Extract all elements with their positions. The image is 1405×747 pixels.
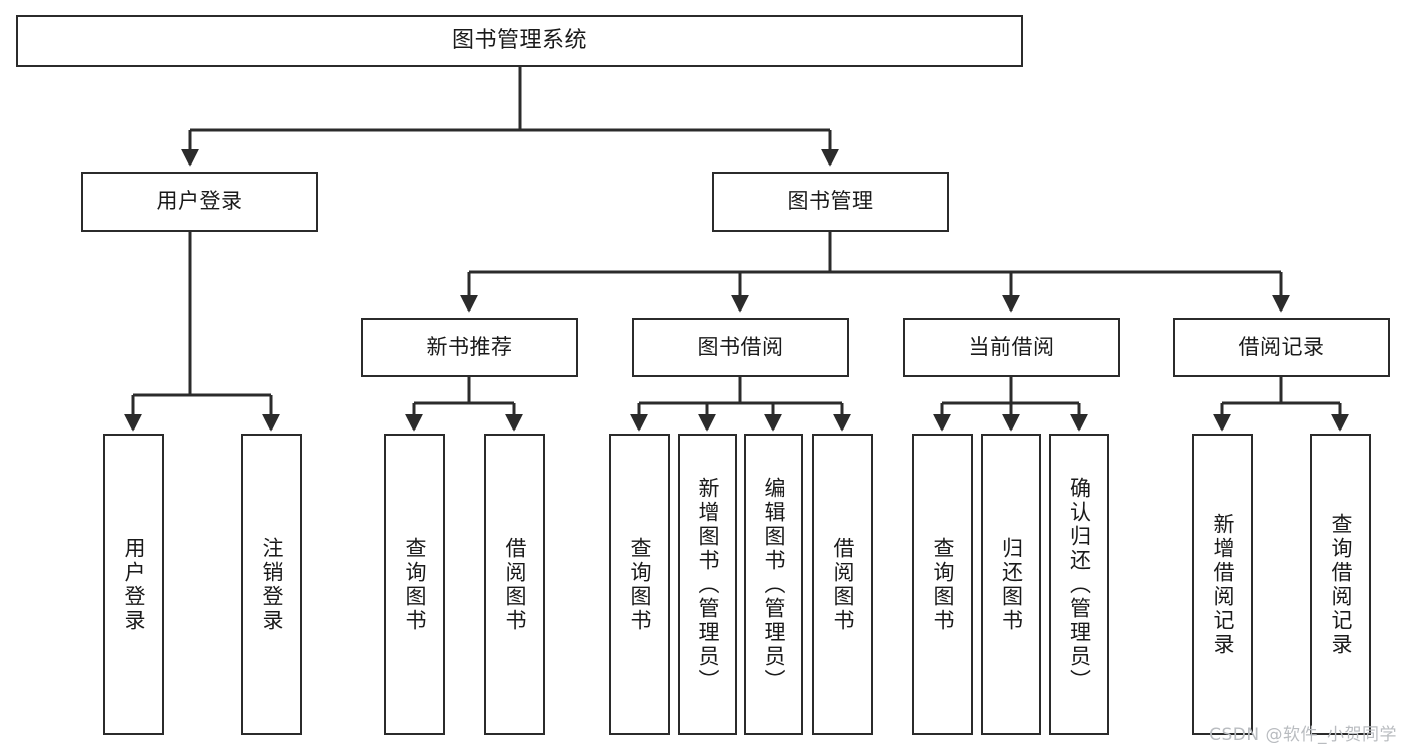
node-label: 查询图书 (931, 536, 956, 633)
leaf-add-record[interactable]: 新增借阅记录 (1192, 434, 1253, 735)
node-label: 查询图书 (628, 536, 653, 633)
node-label: 新增图书（管理员） (696, 476, 721, 693)
leaf-confirm-return[interactable]: 确认归还（管理员） (1049, 434, 1109, 735)
node-label: 图书借阅 (697, 334, 784, 359)
node-label: 借阅记录 (1238, 334, 1325, 359)
leaf-query-book-1[interactable]: 查询图书 (384, 434, 445, 735)
leaf-logout[interactable]: 注销登录 (241, 434, 302, 735)
leaf-add-book[interactable]: 新增图书（管理员） (678, 434, 737, 735)
node-borrow-record[interactable]: 借阅记录 (1173, 318, 1390, 377)
node-label: 编辑图书（管理员） (762, 476, 787, 693)
leaf-query-book-2[interactable]: 查询图书 (609, 434, 670, 735)
node-label: 图书管理系统 (451, 27, 587, 53)
csdn-watermark: CSDN @软件_小贺同学 (1209, 725, 1397, 745)
node-label: 用户登录 (122, 536, 147, 633)
node-label: 归还图书 (999, 536, 1024, 633)
node-label: 确认归还（管理员） (1067, 476, 1092, 693)
leaf-query-record[interactable]: 查询借阅记录 (1310, 434, 1371, 735)
leaf-edit-book[interactable]: 编辑图书（管理员） (744, 434, 803, 735)
leaf-borrow-book-2[interactable]: 借阅图书 (812, 434, 873, 735)
node-new-book-recommend[interactable]: 新书推荐 (361, 318, 578, 377)
node-book-borrow[interactable]: 图书借阅 (632, 318, 849, 377)
node-label: 新增借阅记录 (1211, 512, 1236, 657)
node-label: 新书推荐 (426, 334, 513, 359)
leaf-borrow-book-1[interactable]: 借阅图书 (484, 434, 545, 735)
node-root-system[interactable]: 图书管理系统 (16, 15, 1023, 67)
leaf-query-book-3[interactable]: 查询图书 (912, 434, 973, 735)
node-user-login[interactable]: 用户登录 (81, 172, 318, 232)
leaf-user-login[interactable]: 用户登录 (103, 434, 164, 735)
node-label: 借阅图书 (831, 536, 856, 633)
node-label: 查询借阅记录 (1329, 512, 1354, 657)
node-label: 图书管理 (787, 189, 874, 214)
node-label: 当前借阅 (968, 334, 1055, 359)
node-book-manage[interactable]: 图书管理 (712, 172, 949, 232)
leaf-return-book[interactable]: 归还图书 (981, 434, 1041, 735)
node-label: 借阅图书 (503, 536, 528, 633)
node-label: 查询图书 (403, 536, 428, 633)
node-label: 注销登录 (260, 536, 285, 633)
node-label: 用户登录 (156, 189, 243, 214)
node-current-borrow[interactable]: 当前借阅 (903, 318, 1120, 377)
